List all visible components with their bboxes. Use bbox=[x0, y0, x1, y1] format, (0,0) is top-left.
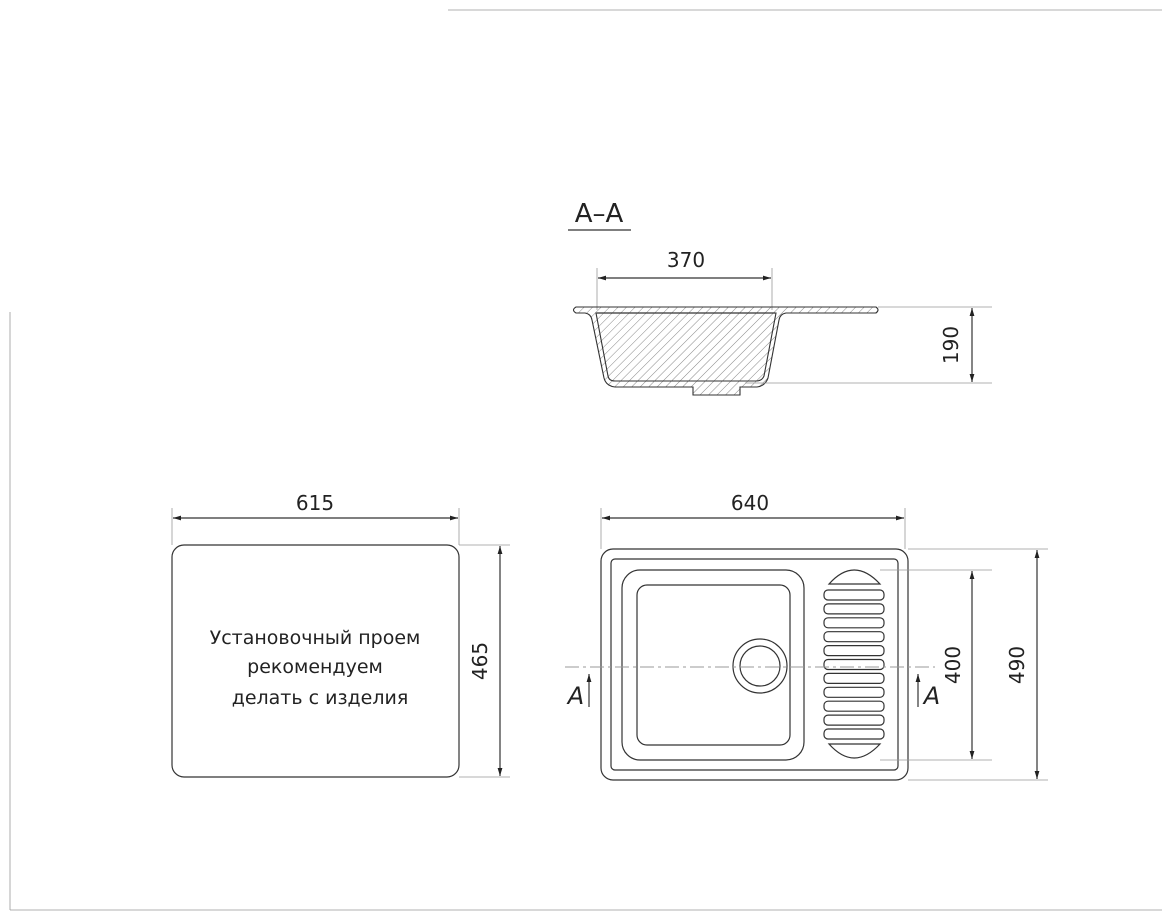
cutout-width-label: 615 bbox=[296, 491, 334, 515]
bowl-outer bbox=[621, 569, 805, 761]
drainer-rib bbox=[823, 617, 885, 629]
drainer-rib bbox=[823, 714, 885, 726]
drawing-frame bbox=[9, 9, 1162, 911]
cutout-height-label: 465 bbox=[468, 642, 492, 680]
drainer-rib bbox=[823, 728, 885, 740]
drainer-rib bbox=[823, 644, 885, 657]
drain-inner bbox=[739, 645, 781, 687]
section-width-label: 370 bbox=[667, 248, 705, 272]
drainer-rib bbox=[823, 658, 885, 671]
bowl-inner bbox=[636, 584, 791, 746]
section-view: A–A 370 190 bbox=[568, 199, 992, 396]
drainer-rib bbox=[823, 631, 885, 643]
sink-top-view: 640 A A 400 490 bbox=[565, 491, 1048, 781]
cutout-note-line-1: Установочный проем bbox=[210, 627, 421, 649]
drainer-rib bbox=[823, 589, 885, 601]
drain-outer bbox=[732, 638, 788, 694]
sink-outer-rim bbox=[600, 548, 909, 781]
cutout-note-line-3: делать с изделия bbox=[232, 687, 409, 709]
bowl-height-label: 400 bbox=[941, 646, 965, 684]
drainer-rib bbox=[823, 603, 885, 615]
sink-height-label: 490 bbox=[1005, 646, 1029, 684]
cutout-note-line-2: рекомендуем bbox=[247, 656, 383, 678]
cutout-view: 615 465 Установочный проем рекомендуем д… bbox=[171, 491, 510, 778]
sink-width-label: 640 bbox=[731, 491, 769, 515]
section-mark-left: A bbox=[566, 682, 584, 710]
drainer-rib bbox=[823, 686, 885, 698]
cutout-outline bbox=[171, 544, 460, 778]
drainer-top-cap bbox=[827, 569, 882, 585]
section-mark-right: A bbox=[922, 682, 940, 710]
drainer-rib bbox=[823, 700, 885, 712]
drainer-ribs bbox=[823, 589, 885, 740]
section-title: A–A bbox=[575, 199, 624, 229]
drainer-bottom-cap bbox=[827, 743, 882, 759]
section-depth-label: 190 bbox=[939, 326, 963, 364]
sink-section-profile bbox=[572, 306, 879, 396]
drainer-rib bbox=[823, 672, 885, 685]
sink-inner-rim bbox=[610, 558, 899, 771]
